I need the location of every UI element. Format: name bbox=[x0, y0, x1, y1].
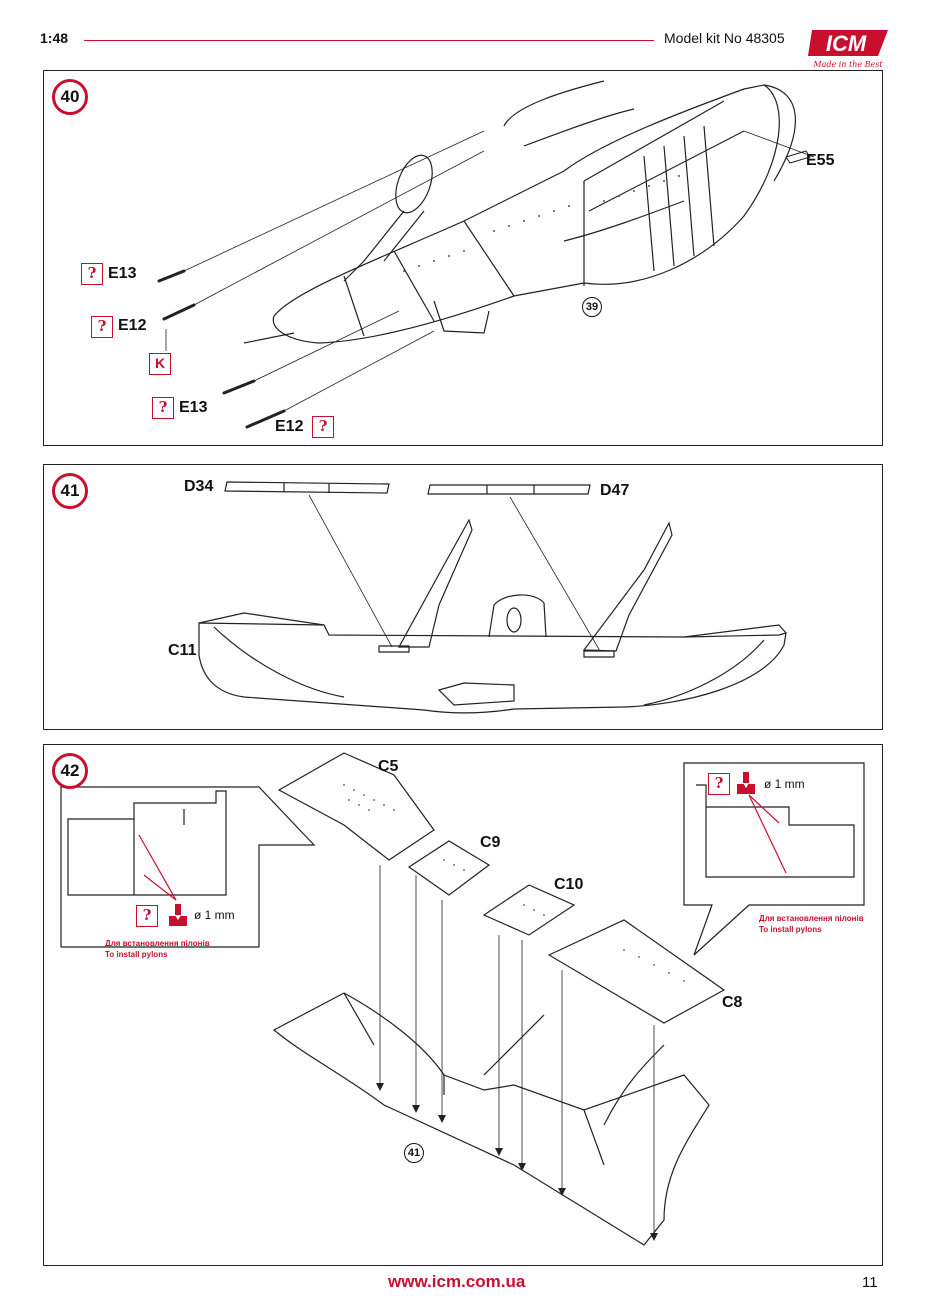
ref-step-39: 39 bbox=[582, 297, 602, 317]
part-label-c11: C11 bbox=[168, 642, 197, 659]
part-label-c9: C9 bbox=[480, 834, 501, 851]
inset-right-drill-size: ø 1 mm bbox=[764, 777, 805, 791]
drill-icon bbox=[737, 772, 755, 794]
inset-right-note-en: To install pylons bbox=[759, 925, 822, 934]
part-label-c8: C8 bbox=[722, 994, 743, 1011]
drill-icon bbox=[169, 904, 187, 926]
step-41-drawing bbox=[198, 481, 787, 714]
mark-question-1: ? bbox=[81, 263, 103, 285]
website-link[interactable]: www.icm.com.ua bbox=[388, 1272, 526, 1291]
inset-left-note-ua: Для встановлення пілонів bbox=[105, 939, 210, 948]
mark-question-3: ? bbox=[152, 397, 174, 419]
model-number: Model kit No 48305 bbox=[664, 30, 785, 46]
ref-step-41: 41 bbox=[404, 1143, 424, 1163]
inset-left-note-en: To install pylons bbox=[105, 950, 168, 959]
inset-right-mark: ? bbox=[708, 773, 730, 795]
part-label-d34: D34 bbox=[184, 478, 214, 495]
part-label-e13-a: E13 bbox=[108, 265, 137, 282]
mark-question-4: ? bbox=[312, 416, 334, 438]
part-label-e12-a: E12 bbox=[118, 317, 147, 334]
logo-brand: ICM bbox=[826, 31, 867, 56]
page-number: 11 bbox=[862, 1274, 878, 1291]
mark-question-2: ? bbox=[91, 316, 113, 338]
mark-k: K bbox=[149, 353, 171, 375]
part-label-c5: C5 bbox=[378, 758, 399, 775]
step-42-drawing bbox=[60, 752, 865, 1246]
step-41-panel: 41 D34 D47 C11 bbox=[43, 464, 883, 730]
step-41-number: 41 bbox=[52, 473, 88, 509]
scale-label: 1:48 bbox=[40, 30, 69, 46]
logo-tagline: Made in the Best bbox=[812, 60, 883, 69]
step-40-panel: 40 ? E13 ? E12 K ? E13 E12 ? E55 39 bbox=[43, 70, 883, 446]
header-rule bbox=[84, 40, 654, 41]
part-label-c10: C10 bbox=[554, 876, 584, 893]
inset-left-drill-size: ø 1 mm bbox=[194, 908, 235, 922]
part-label-e13-b: E13 bbox=[179, 399, 208, 416]
inset-left-mark: ? bbox=[136, 905, 158, 927]
part-label-d47: D47 bbox=[600, 482, 630, 499]
inset-right-note-ua: Для встановлення пілонів bbox=[759, 914, 864, 923]
part-label-e12-b: E12 bbox=[275, 418, 304, 435]
icm-logo: ICM Made in the Best bbox=[806, 22, 890, 70]
step-40-number: 40 bbox=[52, 79, 88, 115]
step-40-drawing bbox=[157, 80, 815, 429]
step-42-panel: 42 ? ø 1 mm Для встановлення пілонів To … bbox=[43, 744, 883, 1266]
part-label-e55: E55 bbox=[806, 152, 835, 169]
step-42-number: 42 bbox=[52, 753, 88, 789]
